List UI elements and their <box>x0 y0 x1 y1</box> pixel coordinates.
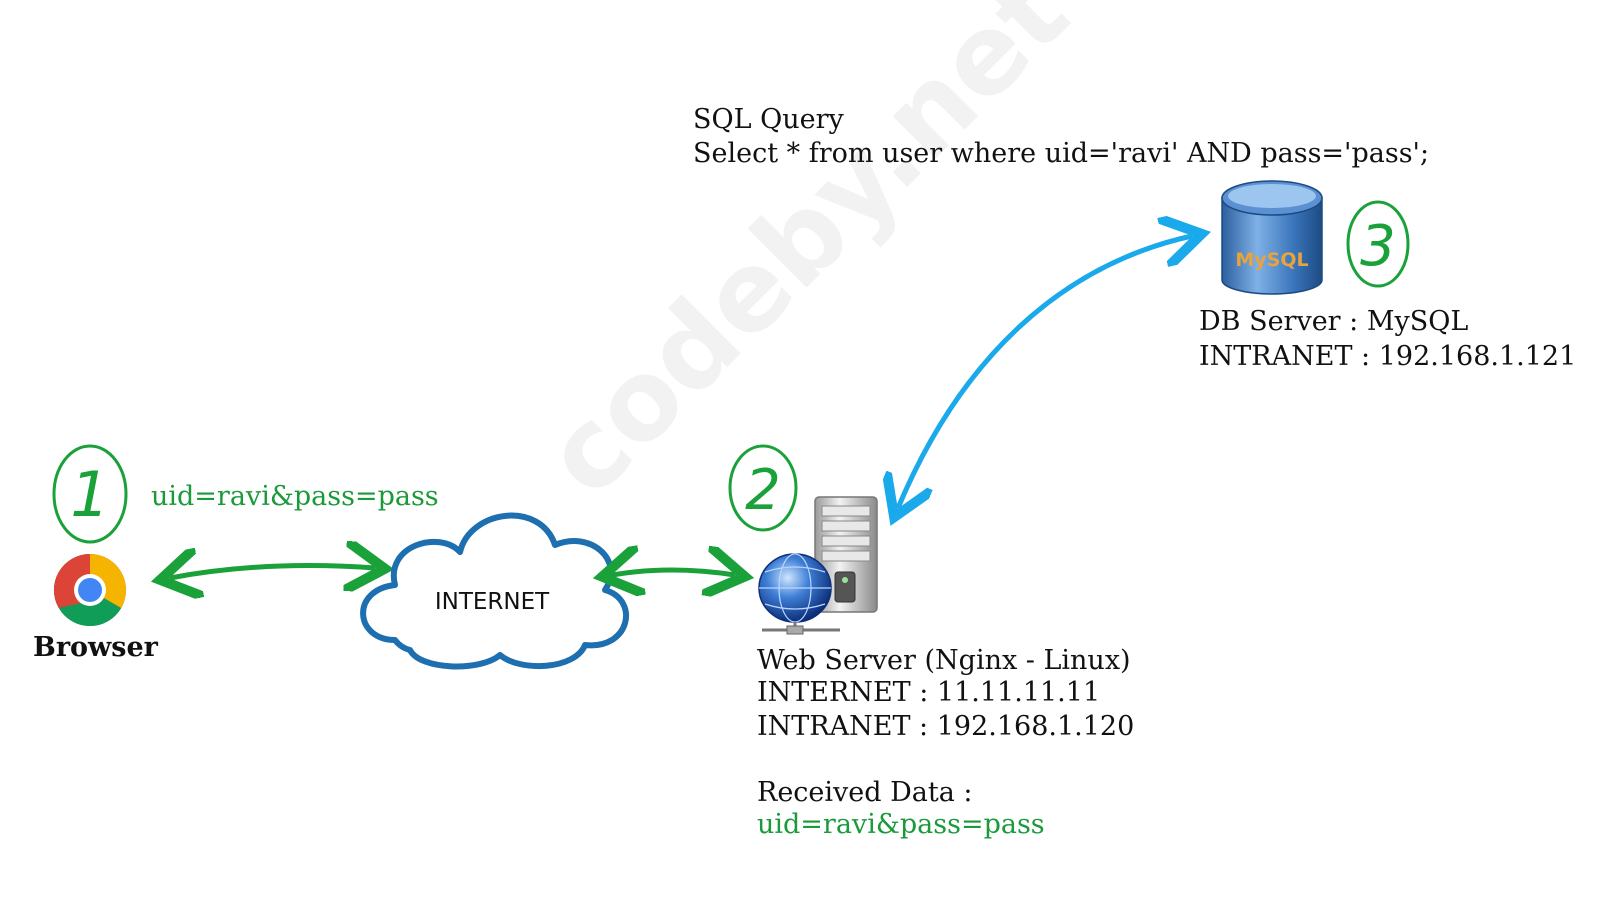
internet-cloud: INTERNET <box>360 512 630 670</box>
arrow-internet-webserver <box>612 570 735 575</box>
mysql-database-icon: MySQL <box>1221 180 1323 295</box>
browser-payload: uid=ravi&pass=pass <box>151 481 439 512</box>
sql-title: SQL Query <box>693 104 844 135</box>
web-server-intranet-ip: INTRANET : 192.168.1.120 <box>757 711 1135 742</box>
step-2-number: 2 <box>745 458 781 523</box>
step-1-marker: 1 <box>52 444 128 544</box>
chrome-icon <box>53 554 127 627</box>
step-1-number: 1 <box>70 458 109 531</box>
db-server-intranet-ip: INTRANET : 192.168.1.121 <box>1199 341 1577 372</box>
arrow-webserver-db <box>898 236 1192 508</box>
step-3-number: 3 <box>1360 214 1396 279</box>
web-server-title: Web Server (Nginx - Linux) <box>757 645 1131 676</box>
web-server-internet-ip: INTERNET : 11.11.11.11 <box>757 677 1101 708</box>
db-server-title: DB Server : MySQL <box>1199 306 1469 337</box>
received-data-label: Received Data : <box>757 777 973 808</box>
web-server-icon <box>758 496 878 635</box>
step-2-marker: 2 <box>728 444 798 532</box>
internet-label: INTERNET <box>435 589 550 615</box>
received-data-value: uid=ravi&pass=pass <box>757 809 1045 840</box>
sql-query: Select * from user where uid='ravi' AND … <box>693 138 1430 169</box>
browser-label: Browser <box>33 632 158 663</box>
mysql-logo-text: MySQL <box>1235 249 1308 271</box>
arrow-browser-internet <box>170 566 375 578</box>
step-3-marker: 3 <box>1346 200 1410 288</box>
